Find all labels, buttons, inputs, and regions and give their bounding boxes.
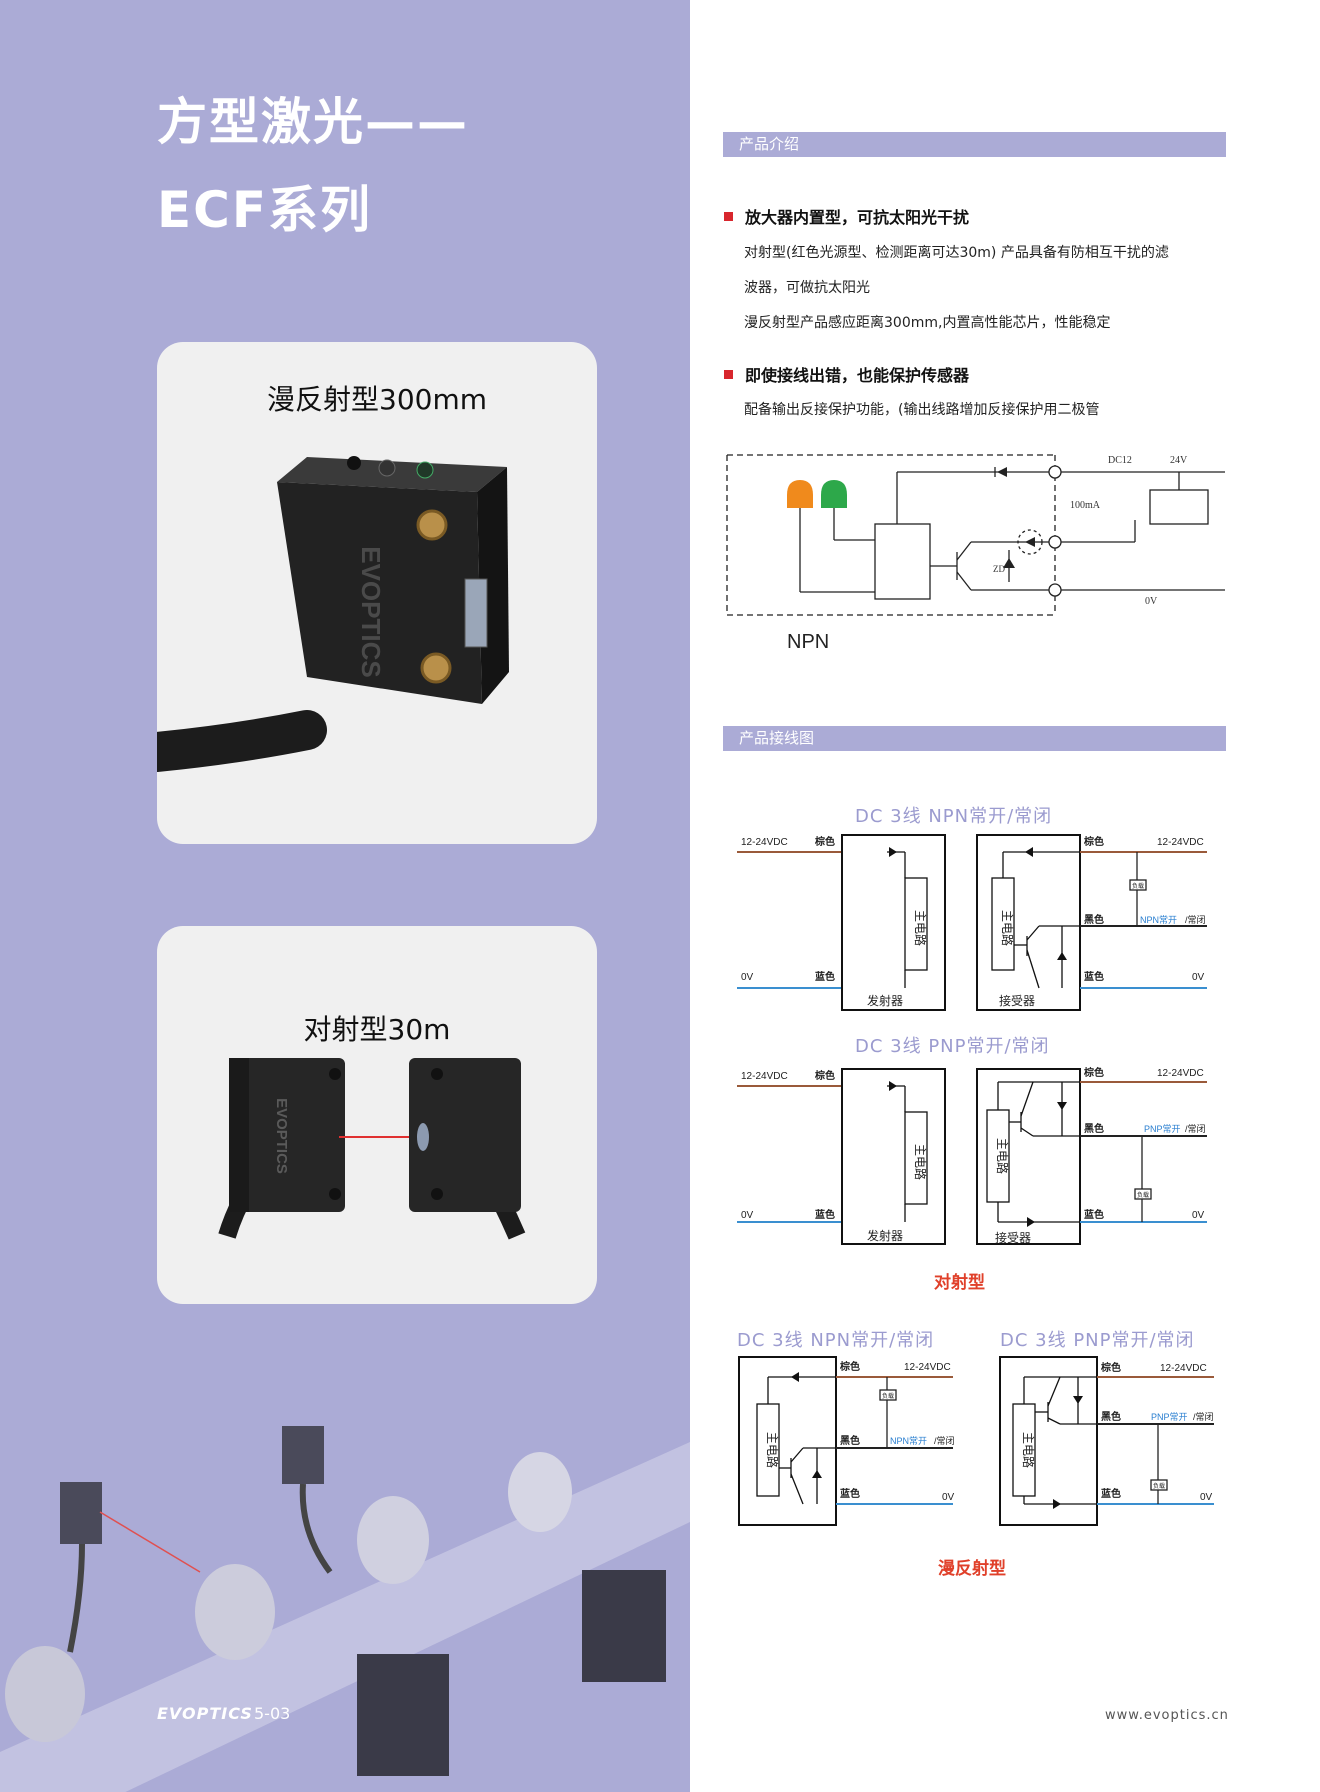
blue-wire-label: 蓝色: [840, 1487, 860, 1500]
diffuse-npn-title: DC 3线 NPN常开/常闭: [737, 1330, 935, 1351]
emitter-label: 发射器: [867, 1228, 903, 1243]
npn-diagram-label: NPN: [787, 631, 829, 653]
brown-wire-label: 棕色: [1083, 1066, 1104, 1079]
diffuse-product-card: 漫反射型300mm EVOPTICS: [157, 342, 597, 844]
thrubeam-product-card: 对射型30m EVOPTICS: [157, 926, 597, 1304]
black-wire-label: 黑色: [1101, 1410, 1121, 1423]
footer-page-number: 5-03: [254, 1704, 291, 1723]
main-circuit-label: 主电路: [913, 910, 928, 946]
bullet-marker-icon: [724, 212, 733, 221]
bullet-2-line-1: 配备输出反接保护功能，(输出线路增加反接保护用二极管: [744, 402, 1100, 418]
receiver-label: 接受器: [999, 993, 1035, 1008]
bullet-1-line-3: 漫反射型产品感应距离300mm,内置高性能芯片，性能稳定: [744, 315, 1111, 331]
blue-wire-label: 蓝色: [1084, 1208, 1104, 1221]
supply-label: 12-24VDC: [1157, 837, 1204, 848]
receiver-label: 接受器: [995, 1230, 1031, 1245]
npn-0v-label: 0V: [1145, 596, 1158, 607]
npn-zd-label: ZD: [993, 564, 1005, 574]
thrubeam-type-label: 对射型: [934, 1273, 985, 1293]
left-panel: 方型激光—— ECF系列 漫反射型300mm EVOPTICS 对射型30m: [0, 0, 690, 1792]
bullet-1-heading: 放大器内置型，可抗太阳光干扰: [724, 204, 969, 228]
npn-output-label: NPN常开: [890, 1435, 927, 1446]
load-label: 负载: [1137, 1191, 1149, 1199]
bullet-1-line-2: 波器，可做抗太阳光: [744, 280, 870, 296]
zero-volt-label: 0V: [741, 972, 754, 983]
diffuse-sensor-image: EVOPTICS: [157, 456, 509, 772]
diffuse-card-label: 漫反射型300mm: [267, 383, 487, 416]
brown-wire-label: 棕色: [1100, 1361, 1121, 1374]
output-suffix-label: /常闭: [1185, 914, 1206, 925]
website-url: www.evoptics.cn: [1105, 1708, 1229, 1723]
diffuse-sensor-brand: EVOPTICS: [356, 546, 386, 677]
black-wire-label: 黑色: [1084, 913, 1104, 926]
blue-wire-label: 蓝色: [1101, 1487, 1121, 1500]
zero-volt-label: 0V: [741, 1210, 754, 1221]
npn-current-label: 100mA: [1070, 500, 1101, 511]
bullet-2-heading: 即使接线出错，也能保护传感器: [724, 362, 969, 386]
npn-output-label: NPN常开: [1140, 914, 1177, 925]
zero-volt-label: 0V: [1200, 1492, 1213, 1503]
page-title-line-1: 方型激光——: [157, 93, 469, 151]
emitter-label: 发射器: [867, 993, 903, 1008]
bullet-marker-icon: [724, 370, 733, 379]
thrubeam-sensor-brand: EVOPTICS: [273, 1098, 290, 1174]
black-wire-label: 黑色: [1084, 1122, 1104, 1135]
pnp-output-label: PNP常开: [1144, 1123, 1181, 1134]
footer-brand: EVOPTICS: [157, 1704, 253, 1723]
supply-label: 12-24VDC: [741, 837, 788, 848]
conveyor-illustration: [0, 1426, 690, 1792]
output-suffix-label: /常闭: [1185, 1123, 1206, 1134]
diffuse-type-label: 漫反射型: [938, 1559, 1006, 1579]
section-bar-intro: 产品介绍: [723, 132, 1226, 157]
page-title-line-2: ECF系列: [157, 181, 373, 239]
thrubeam-pnp-title: DC 3线 PNP常开/常闭: [855, 1036, 1050, 1057]
brown-wire-label: 棕色: [814, 835, 835, 848]
zero-volt-label: 0V: [942, 1492, 955, 1503]
zero-volt-label: 0V: [1192, 972, 1205, 983]
main-circuit-label: 主电路: [913, 1144, 928, 1180]
zero-volt-label: 0V: [1192, 1210, 1205, 1221]
brown-wire-label: 棕色: [1083, 835, 1104, 848]
load-label: 负载: [882, 1392, 894, 1400]
supply-label: 12-24VDC: [741, 1071, 788, 1082]
diffuse-pnp-title: DC 3线 PNP常开/常闭: [1000, 1330, 1195, 1351]
load-label: 负载: [1132, 882, 1144, 890]
thrubeam-pnp-wiring: 12-24VDC 棕色 0V 蓝色 发射器 主电路 主电路 接受器 棕色 12-…: [737, 1066, 1207, 1245]
main-circuit-label: 主电路: [765, 1432, 780, 1468]
output-suffix-label: /常闭: [1193, 1411, 1214, 1422]
blue-wire-label: 蓝色: [815, 1208, 835, 1221]
thrubeam-npn-title: DC 3线 NPN常开/常闭: [855, 806, 1053, 827]
brown-wire-label: 棕色: [814, 1069, 835, 1082]
blue-wire-label: 蓝色: [815, 970, 835, 983]
brown-wire-label: 棕色: [839, 1360, 860, 1373]
load-label: 负载: [1153, 1482, 1165, 1490]
main-circuit-label: 主电路: [995, 1138, 1010, 1174]
npn-dc12-label: DC12: [1108, 455, 1132, 466]
thrubeam-sensor-image: EVOPTICS: [218, 1058, 526, 1240]
thrubeam-npn-wiring: 12-24VDC 棕色 0V 蓝色 发射器 主电路 主电路 接受器 棕色 12-…: [737, 834, 1207, 1011]
bullet-1-title: 放大器内置型，可抗太阳光干扰: [745, 208, 970, 227]
output-suffix-label: /常闭: [934, 1435, 955, 1446]
bullet-2-title: 即使接线出错，也能保护传感器: [745, 366, 970, 385]
supply-label: 12-24VDC: [1157, 1068, 1204, 1079]
supply-label: 12-24VDC: [904, 1362, 951, 1373]
pnp-output-label: PNP常开: [1151, 1411, 1188, 1422]
npn-circuit-diagram: DC12 24V 100mA ZD 0V NPN: [726, 454, 1225, 653]
main-circuit-label: 主电路: [1000, 910, 1015, 946]
thrubeam-card-label: 对射型30m: [303, 1013, 451, 1046]
npn-24v-label: 24V: [1170, 455, 1188, 466]
supply-label: 12-24VDC: [1160, 1363, 1207, 1374]
black-wire-label: 黑色: [840, 1434, 860, 1447]
blue-wire-label: 蓝色: [1084, 970, 1104, 983]
diffuse-pnp-wiring: 主电路 棕色 12-24VDC 黑色 PNP常开 /常闭 蓝色 0V 负载: [999, 1356, 1214, 1526]
section-bar-wiring: 产品接线图: [723, 726, 1226, 751]
bullet-1-line-1: 对射型(红色光源型、检测距离可达30m) 产品具备有防相互干扰的滤: [744, 245, 1169, 261]
diffuse-npn-wiring: 主电路 棕色 12-24VDC 黑色 NPN常开 /常闭 蓝色 0V 负载: [738, 1356, 955, 1526]
main-circuit-label: 主电路: [1021, 1432, 1036, 1468]
